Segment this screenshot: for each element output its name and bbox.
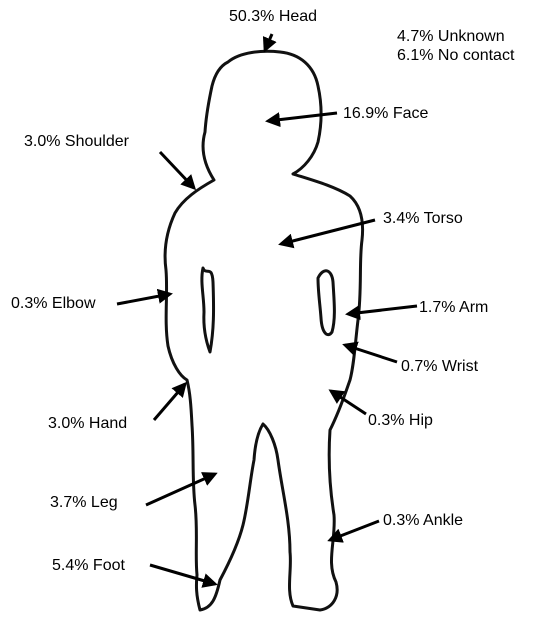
label-head: 50.3% Head bbox=[229, 8, 317, 26]
arrow-foot bbox=[150, 565, 215, 584]
arrow-face bbox=[268, 113, 337, 121]
label-no-contact: 6.1% No contact bbox=[397, 47, 514, 65]
arrow-ankle bbox=[330, 521, 379, 540]
label-unknown: 4.7% Unknown bbox=[397, 28, 505, 46]
left-arm-gap bbox=[202, 268, 214, 352]
label-face: 16.9% Face bbox=[343, 105, 428, 123]
label-wrist: 0.7% Wrist bbox=[401, 358, 478, 376]
label-hand: 3.0% Hand bbox=[48, 415, 127, 433]
label-foot: 5.4% Foot bbox=[52, 557, 125, 575]
arrow-leg bbox=[146, 474, 215, 505]
label-torso: 3.4% Torso bbox=[383, 210, 463, 228]
label-leg: 3.7% Leg bbox=[50, 494, 118, 512]
label-arm: 1.7% Arm bbox=[419, 299, 488, 317]
arrow-shoulder bbox=[160, 152, 194, 188]
arrow-elbow bbox=[117, 294, 170, 304]
label-shoulder: 3.0% Shoulder bbox=[24, 133, 129, 151]
label-elbow: 0.3% Elbow bbox=[11, 295, 96, 313]
label-hip: 0.3% Hip bbox=[368, 412, 433, 430]
arrow-head bbox=[265, 34, 272, 50]
right-arm-gap bbox=[318, 271, 334, 335]
label-ankle: 0.3% Ankle bbox=[383, 512, 463, 530]
arrow-hip bbox=[331, 391, 366, 414]
arrow-hand bbox=[154, 384, 185, 420]
